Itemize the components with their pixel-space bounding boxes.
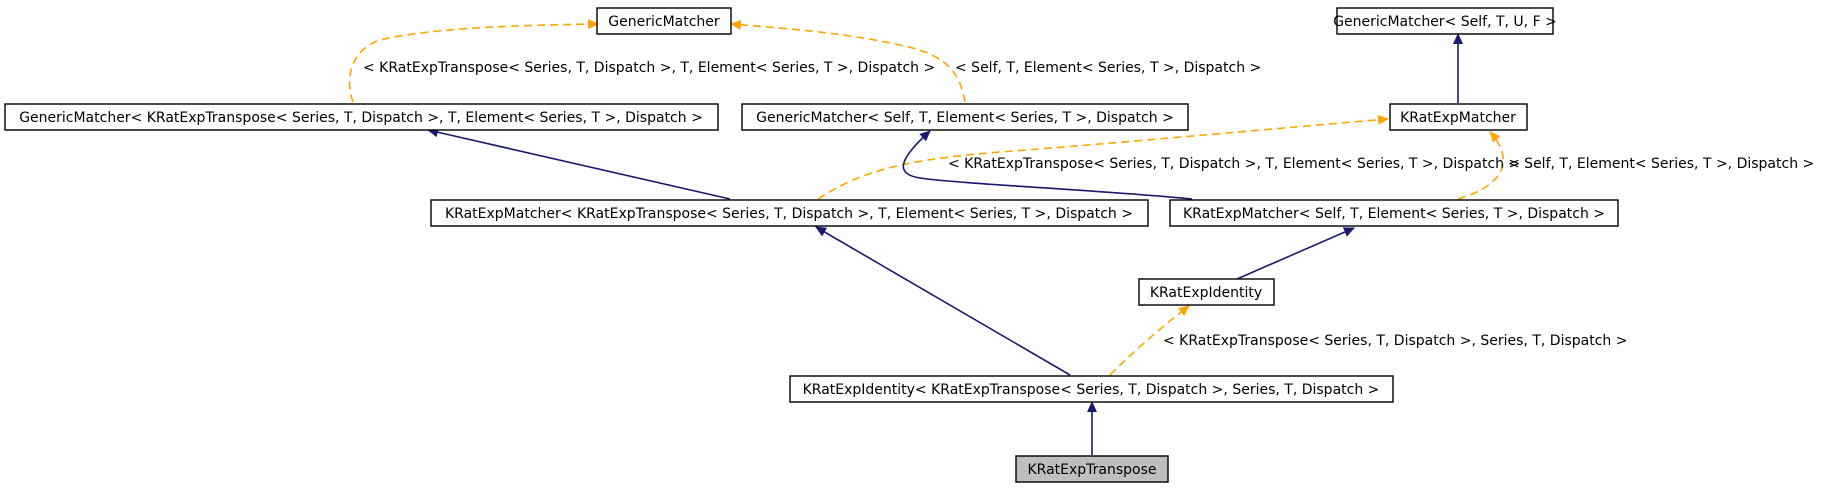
node-generic-matcher-self-tuf[interactable]: GenericMatcher< Self, T, U, F > [1333, 7, 1557, 35]
node-label: KRatExpTranspose [1027, 462, 1156, 478]
node-kratexptranspose-current[interactable]: KRatExpTranspose [1015, 455, 1169, 483]
node-label: KRatExpIdentity [1150, 285, 1262, 301]
node-kratexpmatcher-kratexptranspose[interactable]: KRatExpMatcher< KRatExpTranspose< Series… [430, 199, 1149, 227]
edge-krm-self-to-gm-self [902, 130, 1193, 200]
edge-label-krm-kratexptranspose-args: < KRatExpTranspose< Series, T, Dispatch … [948, 156, 1520, 172]
edge-label-gm-self-args: < Self, T, Element< Series, T >, Dispatc… [955, 60, 1261, 76]
edge-gm-self-to-generic-matcher [730, 19, 966, 103]
node-label: GenericMatcher< Self, T, U, F > [1333, 14, 1557, 30]
edge-label-krm-self-args: < Self, T, Element< Series, T >, Dispatc… [1508, 156, 1814, 172]
edge-gm-kratexptranspose-to-generic-matcher [348, 19, 599, 103]
node-label: KRatExpIdentity< KRatExpTranspose< Serie… [803, 382, 1380, 398]
node-label: GenericMatcher< Self, T, Element< Series… [756, 110, 1174, 126]
node-label: GenericMatcher< KRatExpTranspose< Series… [19, 110, 703, 126]
node-label: KRatExpMatcher [1400, 110, 1516, 126]
node-generic-matcher[interactable]: GenericMatcher [596, 7, 732, 35]
node-kratexpmatcher[interactable]: KRatExpMatcher [1389, 103, 1528, 131]
node-label: KRatExpMatcher< Self, T, Element< Series… [1183, 206, 1605, 222]
edge-label-kri-kratexptranspose-args: < KRatExpTranspose< Series, T, Dispatch … [1163, 333, 1627, 349]
edge-kratexpidentity-to-krm-self [1236, 227, 1355, 280]
edge-kri-kratexptranspose-to-kratexpidentity [1109, 305, 1190, 376]
edge-krm-kratexptranspose-to-gm-kratexptranspose [427, 127, 731, 200]
node-generic-matcher-self-t-element[interactable]: GenericMatcher< Self, T, Element< Series… [741, 103, 1189, 131]
edge-krm-self-to-kratexpmatcher [1457, 131, 1505, 200]
node-label: GenericMatcher [608, 14, 720, 30]
node-kratexpmatcher-self-t-element[interactable]: KRatExpMatcher< Self, T, Element< Series… [1169, 199, 1619, 227]
edge-krm-kratexptranspose-to-kratexpmatcher [817, 114, 1389, 200]
node-kratexpidentity-kratexptranspose[interactable]: KRatExpIdentity< KRatExpTranspose< Serie… [789, 375, 1394, 403]
node-generic-matcher-kratexptranspose[interactable]: GenericMatcher< KRatExpTranspose< Series… [4, 103, 719, 131]
edge-kri-kratexptranspose-to-krm-kratexptranspose [815, 226, 1071, 376]
node-label: KRatExpMatcher< KRatExpTranspose< Series… [445, 206, 1133, 222]
node-kratexpidentity[interactable]: KRatExpIdentity [1138, 278, 1275, 306]
edge-label-gm-kratexptranspose-args: < KRatExpTranspose< Series, T, Dispatch … [363, 60, 935, 76]
